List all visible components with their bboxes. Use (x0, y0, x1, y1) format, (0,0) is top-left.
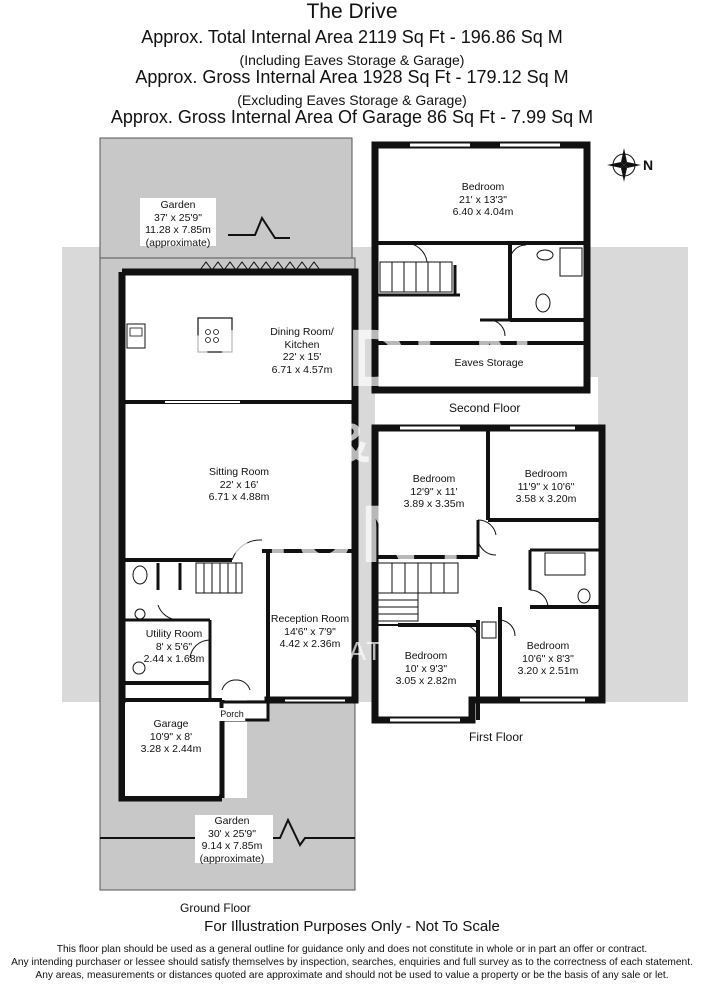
bedroom-1-label: Bedroom 12'9" x 11' 3.89 x 3.35m (404, 473, 465, 511)
garden-bottom-label-bg (195, 815, 273, 863)
garden-bottom-break (100, 817, 355, 847)
reception-size-imperial: 14'6" x 7'9" (284, 625, 336, 638)
watermark-ampersand: & (330, 411, 371, 474)
garden-top-size-metric: 11.28 x 7.85m (145, 224, 211, 236)
illustration-notice: For Illustration Purposes Only - Not To … (204, 918, 500, 935)
bed-second-size-metric: 6.40 x 4.04m (452, 206, 514, 218)
watermark-international: INTERNATIONAL (240, 636, 473, 666)
utility-room-label: Utility Room 8' x 5'6" 2.44 x 1.68m (144, 628, 205, 666)
bed4-size-metric: 3.20 x 2.51m (517, 665, 579, 677)
ground-floor-caption: Ground Floor (180, 901, 251, 915)
garden-bottom-size-metric: 9.14 x 7.85m (201, 840, 263, 852)
dining-name: Dining Room/ (270, 326, 334, 338)
porch-label: Porch (219, 708, 245, 721)
garden-top-name: Garden (160, 199, 196, 211)
disclaimer-line-3: Any areas, measurements or distances quo… (35, 970, 669, 981)
bed1-size-metric: 3.89 x 3.35m (403, 498, 465, 510)
bed2-size-imperial: 11'9" x 10'6" (517, 480, 575, 493)
second-floor-plan (371, 141, 591, 394)
garage-name: Garage (153, 718, 189, 730)
reception-size-metric: 4.42 x 2.36m (279, 638, 341, 650)
garden-bottom-name: Garden (214, 815, 250, 827)
garden-top-label: Garden 37' x 25'9" 11.28 x 7.85m (approx… (145, 199, 211, 249)
sitting-room-label: Sitting Room 22' x 16' 6.71 x 4.88m (209, 466, 270, 504)
reception-room-label: Reception Room 14'6" x 7'9" 4.42 x 2.36m (271, 613, 349, 651)
dining-size-metric: 6.71 x 4.57m (271, 363, 333, 376)
garden-top-break (228, 215, 290, 239)
eaves-storage-label: Eaves Storage (454, 357, 524, 369)
garden-top-note: (approximate) (145, 236, 211, 249)
bedroom-4-label: Bedroom 10'6" x 8'3" 3.20 x 2.51m (518, 640, 579, 678)
ground-floor-plan (118, 261, 359, 802)
dining-size-imperial: 22' x 15' (282, 351, 322, 363)
bed1-size-imperial: 12'9" x 11' (410, 485, 458, 498)
utility-size-metric: 2.44 x 1.68m (143, 653, 205, 665)
property-title: The Drive (306, 0, 398, 23)
bed1-name: Bedroom (412, 473, 456, 485)
garden-top-label-bg (140, 198, 216, 246)
utility-size-imperial: 8' x 5'6" (155, 640, 193, 653)
second-floor-caption: Second Floor (449, 401, 521, 415)
bed-second-name: Bedroom (461, 181, 505, 193)
total-area-line: Approx. Total Internal Area 2119 Sq Ft -… (141, 27, 563, 47)
garden-bottom-note: (approximate) (199, 852, 265, 865)
sitting-size-imperial: 22' x 16' (219, 478, 259, 491)
total-area-note: (Including Eaves Storage & Garage) (239, 52, 465, 68)
utility-name: Utility Room (145, 628, 203, 640)
bed3-size-metric: 3.05 x 2.82m (395, 675, 457, 687)
bed4-size-imperial: 10'6" x 8'3" (522, 652, 574, 665)
reception-name: Reception Room (270, 613, 350, 625)
dining-name-2: Kitchen (284, 338, 320, 351)
garden-bottom-size-imperial: 30' x 25'9" (207, 827, 257, 840)
first-floor-caption: First Floor (469, 730, 523, 744)
watermark-durden: DURDEN (152, 313, 539, 404)
bed2-size-metric: 3.58 x 3.20m (515, 493, 577, 505)
disclaimer-line-1: This floor plan should be used as a gene… (56, 944, 648, 955)
first-floor-plan (371, 424, 606, 724)
bed3-name: Bedroom (404, 650, 448, 662)
gross-area-note: (Excluding Eaves Storage & Garage) (237, 92, 467, 108)
second-floor-bedroom-label: Bedroom 21' x 13'3" 6.40 x 4.04m (453, 181, 514, 219)
garden-top-size-imperial: 37' x 25'9" (153, 211, 203, 224)
sitting-name: Sitting Room (208, 466, 270, 478)
garden-bottom-label: Garden 30' x 25'9" 9.14 x 7.85m (approxi… (200, 815, 265, 865)
bed3-size-imperial: 10' x 9'3" (404, 662, 448, 675)
bed4-name: Bedroom (526, 640, 570, 652)
watermark-hunt: HUNT (230, 489, 482, 580)
garage-size-metric: 3.28 x 2.44m (140, 743, 202, 755)
garage-area-line: Approx. Gross Internal Area Of Garage 86… (110, 107, 594, 127)
sitting-size-metric: 6.71 x 4.88m (208, 491, 270, 503)
compass-rose (607, 148, 641, 182)
gross-area-line: Approx. Gross Internal Area 1928 Sq Ft -… (135, 67, 569, 87)
watermark-band-right (598, 377, 688, 702)
dining-kitchen-label: Dining Room/ Kitchen 22' x 15' 6.71 x 4.… (270, 326, 334, 376)
bed2-name: Bedroom (524, 468, 568, 480)
bed-second-size-imperial: 21' x 13'3" (458, 193, 508, 206)
disclaimer-line-2: Any intending purchaser or lessee should… (11, 957, 693, 968)
bedroom-2-label: Bedroom 11'9" x 10'6" 3.58 x 3.20m (516, 468, 577, 506)
bedroom-3-label: Bedroom 10' x 9'3" 3.05 x 2.82m (396, 650, 457, 688)
watermark-band-middle (355, 377, 375, 702)
garage-label: Garage 10'9" x 8' 3.28 x 2.44m (141, 718, 202, 756)
compass-north-label: N (643, 157, 654, 173)
garage-size-imperial: 10'9" x 8' (149, 730, 193, 743)
